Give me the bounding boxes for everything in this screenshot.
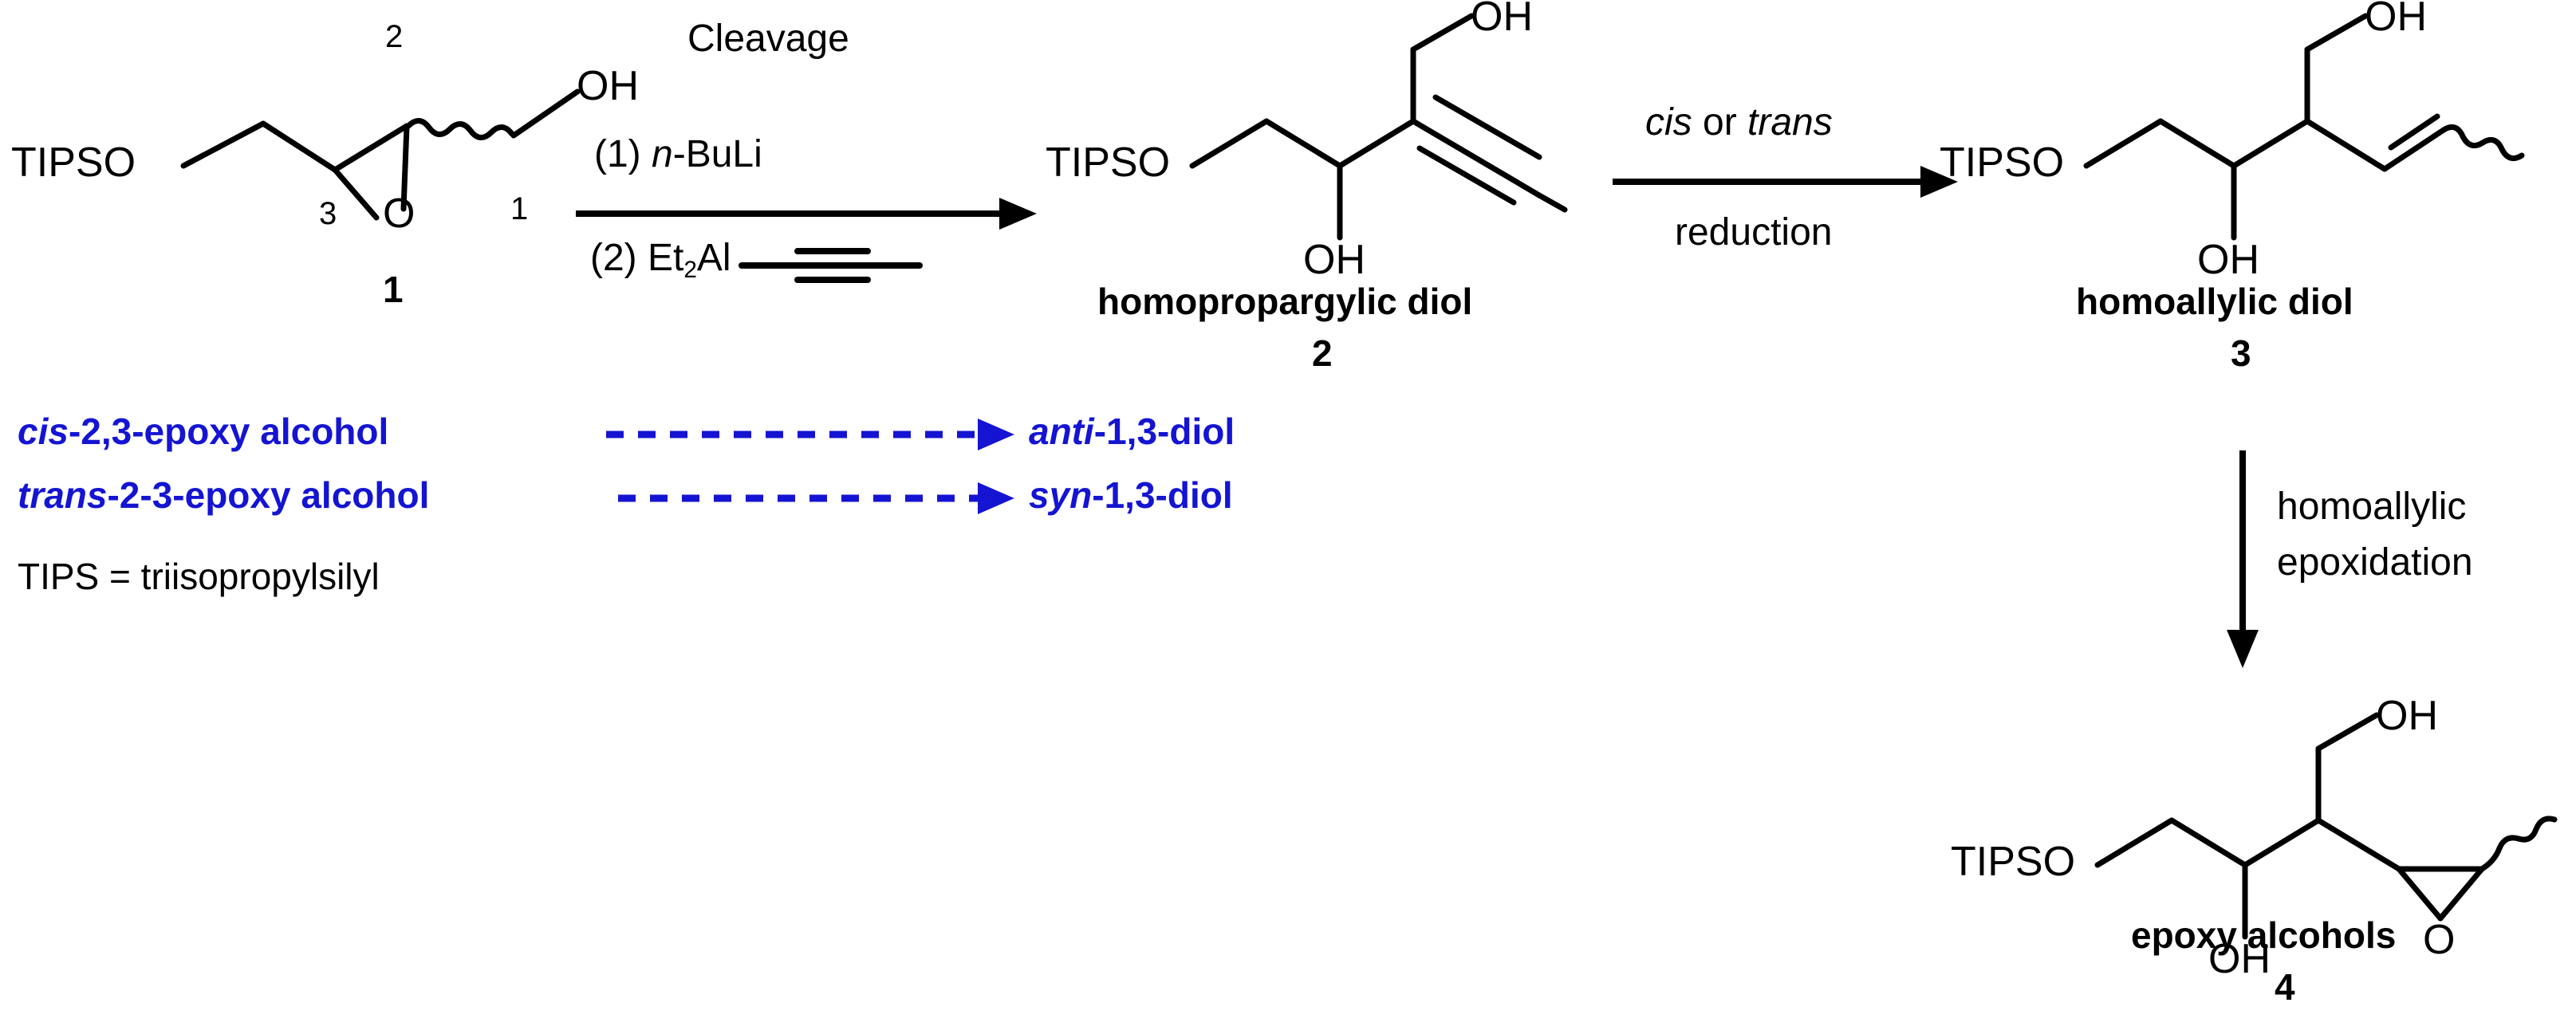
compound-4-oh-bottom-label: OH <box>2208 936 2271 982</box>
compound-1-locant-1: 1 <box>510 191 529 226</box>
compound-3-oh-bottom-label: OH <box>2197 237 2259 283</box>
reaction-arrow-2 <box>1613 166 1958 198</box>
arrow-1-condition-cleavage: Cleavage <box>687 18 849 60</box>
compound-2-name: homopropargylic diol <box>1097 281 1473 322</box>
relation-arrow-cis-anti <box>606 419 1014 450</box>
arrow-2-condition-above: cis or trans <box>1645 104 1833 142</box>
compound-4-number: 4 <box>2275 966 2295 1008</box>
arrow-1-step1-italic: n <box>652 133 673 175</box>
arrow-2-italic-cis: cis <box>1645 101 1692 144</box>
compound-3-number: 3 <box>2231 332 2251 374</box>
relation-0-target: anti-1,3-diol <box>1029 413 1235 450</box>
compound-1-tipso-label: TIPSO <box>11 140 136 186</box>
arrow-1-condition-step1: (1) n-BuLi <box>594 136 762 174</box>
arrow-1-step2-subscript: 2 <box>683 256 697 283</box>
relation-1-source-rest: -2-3-epoxy alcohol <box>107 474 430 516</box>
compound-4-name: epoxy alcohols <box>2131 914 2397 956</box>
compound-4-epoxide-oxygen-label: O <box>2423 917 2456 963</box>
compound-2-number: 2 <box>1312 332 1333 374</box>
compound-2-oh-bottom-label: OH <box>1303 237 1365 283</box>
compound-2-tipso-label: TIPSO <box>1046 140 1171 186</box>
relation-arrow-trans-syn <box>618 482 1014 514</box>
relation-1-target: syn-1,3-diol <box>1029 477 1233 513</box>
compound-2-oh-top-label: OH <box>1471 0 1533 40</box>
relation-0-source-rest: -2,3-epoxy alcohol <box>68 411 389 452</box>
compound-4-skeleton <box>2094 712 2558 940</box>
compound-4-oh-top-label: OH <box>2376 693 2438 739</box>
compound-3-skeleton <box>2083 13 2525 241</box>
compound-3-oh-top-label: OH <box>2365 0 2427 40</box>
arrow-1-step2-suffix: Al <box>696 237 731 279</box>
arrow-2-plain-or: or <box>1692 101 1748 144</box>
propynyl-reagent-graphic <box>739 248 923 283</box>
reaction-arrow-1 <box>576 198 1037 230</box>
relation-1-source-italic: trans <box>18 474 108 516</box>
compound-2-skeleton <box>1189 13 1568 241</box>
arrow-1-step1-suffix: -BuLi <box>672 133 762 175</box>
relation-1-target-italic: syn <box>1029 474 1093 516</box>
arrow-3-condition-line1: homoallylic <box>2277 486 2467 528</box>
arrow-1-step2-prefix: (2) Et <box>590 237 684 279</box>
arrow-1-condition-step2: (2) Et2Al <box>590 239 731 282</box>
compound-1-locant-2: 2 <box>385 19 404 54</box>
compound-1-epoxide-oxygen-label: O <box>383 191 416 237</box>
relation-0-target-rest: -1,3-diol <box>1093 411 1235 452</box>
arrow-1-step1-prefix: (1) <box>594 133 652 175</box>
legend-tips-definition: TIPS = triisopropylsilyl <box>18 556 380 597</box>
relation-0-source-italic: cis <box>18 411 69 452</box>
compound-1-skeleton <box>180 88 581 221</box>
relation-0-target-italic: anti <box>1029 411 1094 452</box>
compound-4-tipso-label: TIPSO <box>1951 839 2076 885</box>
compound-3-tipso-label: TIPSO <box>1940 140 2065 186</box>
compound-1-locant-3: 3 <box>319 196 337 231</box>
relation-0-source: cis-2,3-epoxy alcohol <box>18 413 388 450</box>
reaction-arrow-3-vertical <box>2227 450 2259 668</box>
arrow-2-italic-trans: trans <box>1747 101 1833 144</box>
compound-3-name: homoallylic diol <box>2076 281 2353 322</box>
compound-1-number: 1 <box>383 269 404 310</box>
relation-1-target-rest: -1,3-diol <box>1092 474 1233 516</box>
compound-1-oh-label: OH <box>577 63 639 109</box>
arrow-3-condition-line2: epoxidation <box>2277 541 2473 584</box>
arrow-2-condition-below: reduction <box>1675 211 1833 254</box>
relation-1-source: trans-2-3-epoxy alcohol <box>18 477 429 513</box>
